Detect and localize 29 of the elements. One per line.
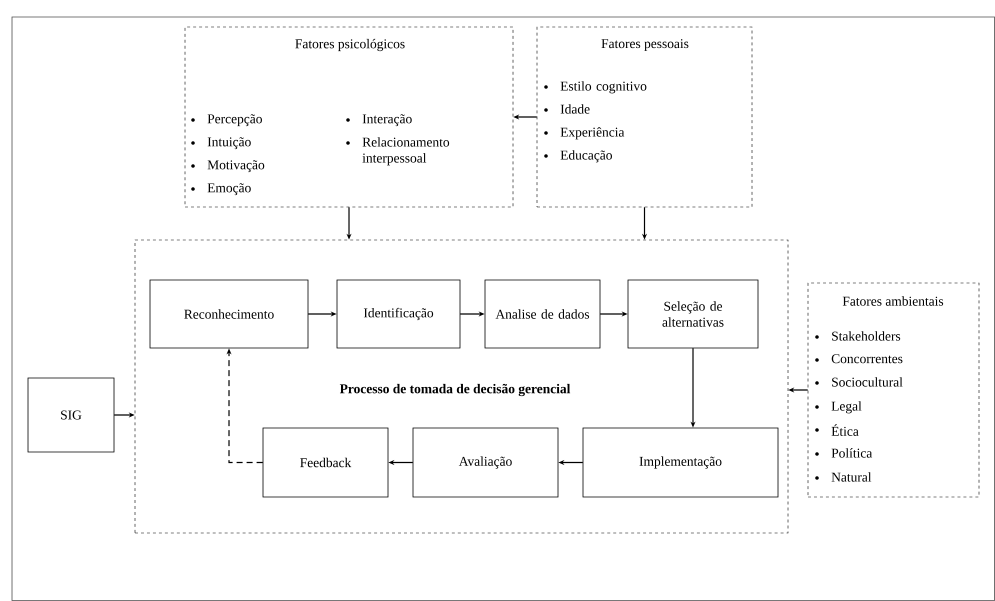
bullet-item: Percepção (191, 114, 262, 126)
process-box: Identificação (336, 280, 460, 348)
bullet-item: Intuição (191, 137, 251, 150)
bullet-item: Motivação (191, 160, 264, 172)
bullet-item: Política (815, 448, 872, 458)
bullet-item: Experiência (544, 127, 624, 140)
bullet-item: Relacionamento interpessoal (346, 137, 450, 166)
process-title: Processo de tomada de decisão gerencial (340, 384, 570, 396)
bullet-item: Ética (815, 424, 859, 436)
process-box: Reconhecimento (150, 280, 308, 348)
bullet-item: Idade (544, 104, 590, 114)
bullet-item: Natural (815, 472, 872, 482)
bullet-item: Interação (346, 114, 412, 126)
process-box: Implementação (582, 428, 778, 498)
bullet-item: Sociocultural (815, 377, 903, 387)
bullet-item: Estilo cognitivo (544, 81, 646, 94)
process-box: Analise de dados (484, 280, 600, 348)
bullet-item: Stakeholders (815, 331, 900, 341)
bullet-item: Concorrentes (815, 354, 902, 364)
process-box: Avaliação (412, 428, 558, 498)
group-heading: Fatores pessoais (602, 39, 688, 51)
bullet-item: Educação (544, 150, 612, 162)
group-heading: Fatores psicológicos (295, 38, 405, 52)
process-box: Seleção de alternativas (628, 280, 758, 348)
process-box: Feedback (262, 428, 388, 498)
bullet-item: Legal (815, 401, 862, 414)
process-box: SIG (28, 378, 114, 452)
group-heading: Fatores ambientais (842, 296, 944, 306)
bullet-item: Emoção (191, 183, 251, 196)
